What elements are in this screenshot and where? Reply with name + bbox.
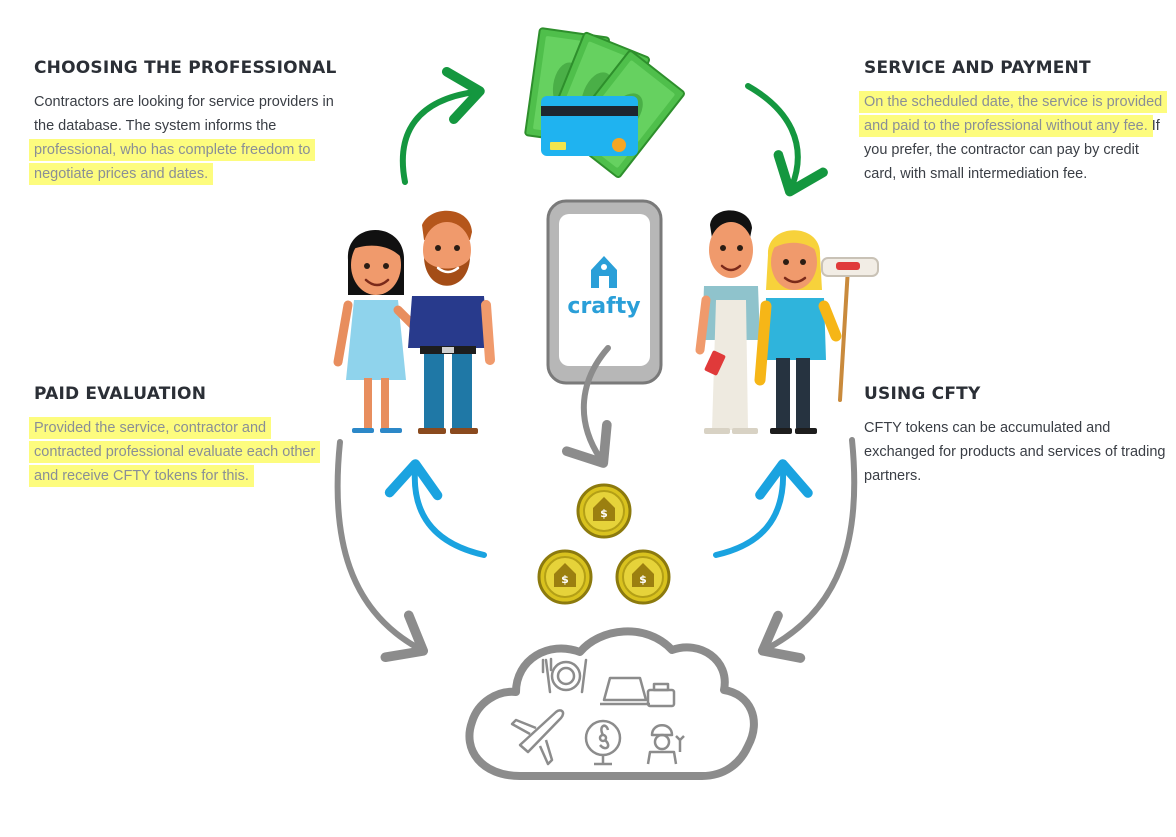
dining-icon [541, 657, 588, 694]
phone-icon: crafty [546, 199, 663, 385]
fan-icon [584, 719, 622, 766]
crafty-logo-text: crafty [567, 294, 640, 319]
paid-evaluation-text: Provided the service, contractor and con… [29, 416, 334, 488]
green-arrow-left [399, 66, 485, 185]
green-arrow-right [745, 83, 828, 197]
coin-symbol: $ [561, 573, 569, 586]
using-cfty-block: USING CFTY CFTY tokens can be accumulate… [864, 384, 1174, 488]
choosing-text-plain: Contractors are looking for service prov… [34, 94, 334, 134]
paid-evaluation-block: PAID EVALUATION Provided the service, co… [29, 384, 334, 488]
blue-arrow-right [713, 459, 813, 558]
blue-arrow-left [384, 459, 487, 558]
paid-evaluation-title: PAID EVALUATION [34, 384, 207, 404]
coin-icon: $ [537, 549, 593, 605]
coin-symbol: $ [639, 573, 647, 586]
coin-icon: $ [615, 549, 671, 605]
professionals-illustration [695, 210, 879, 434]
laptop-printer-icon [600, 676, 676, 708]
coin-icon: $ [576, 483, 632, 539]
coin-symbol: $ [600, 507, 608, 520]
choosing-professional-block: CHOOSING THE PROFESSIONAL Contractors ar… [29, 58, 354, 186]
service-payment-title: SERVICE AND PAYMENT [864, 58, 1091, 78]
choosing-professional-title: CHOOSING THE PROFESSIONAL [34, 58, 337, 78]
gray-arrow-left [334, 439, 429, 663]
contractor-couple-illustration [333, 210, 495, 434]
service-payment-block: SERVICE AND PAYMENT On the scheduled dat… [859, 58, 1174, 186]
using-cfty-title: USING CFTY [864, 384, 981, 404]
using-cfty-text: CFTY tokens can be accumulated and excha… [864, 420, 1166, 484]
service-payment-text: On the scheduled date, the service is pr… [859, 90, 1174, 186]
technician-icon [646, 724, 685, 765]
crafty-logo-icon [591, 256, 617, 288]
airplane-icon [510, 709, 565, 766]
choosing-professional-text: Contractors are looking for service prov… [29, 90, 354, 186]
service-text-plain: If you prefer, the contractor can pay by… [864, 118, 1160, 182]
gray-arrow-right [757, 437, 858, 663]
credit-card-icon [541, 96, 638, 156]
gray-arrow-phone [561, 345, 612, 468]
